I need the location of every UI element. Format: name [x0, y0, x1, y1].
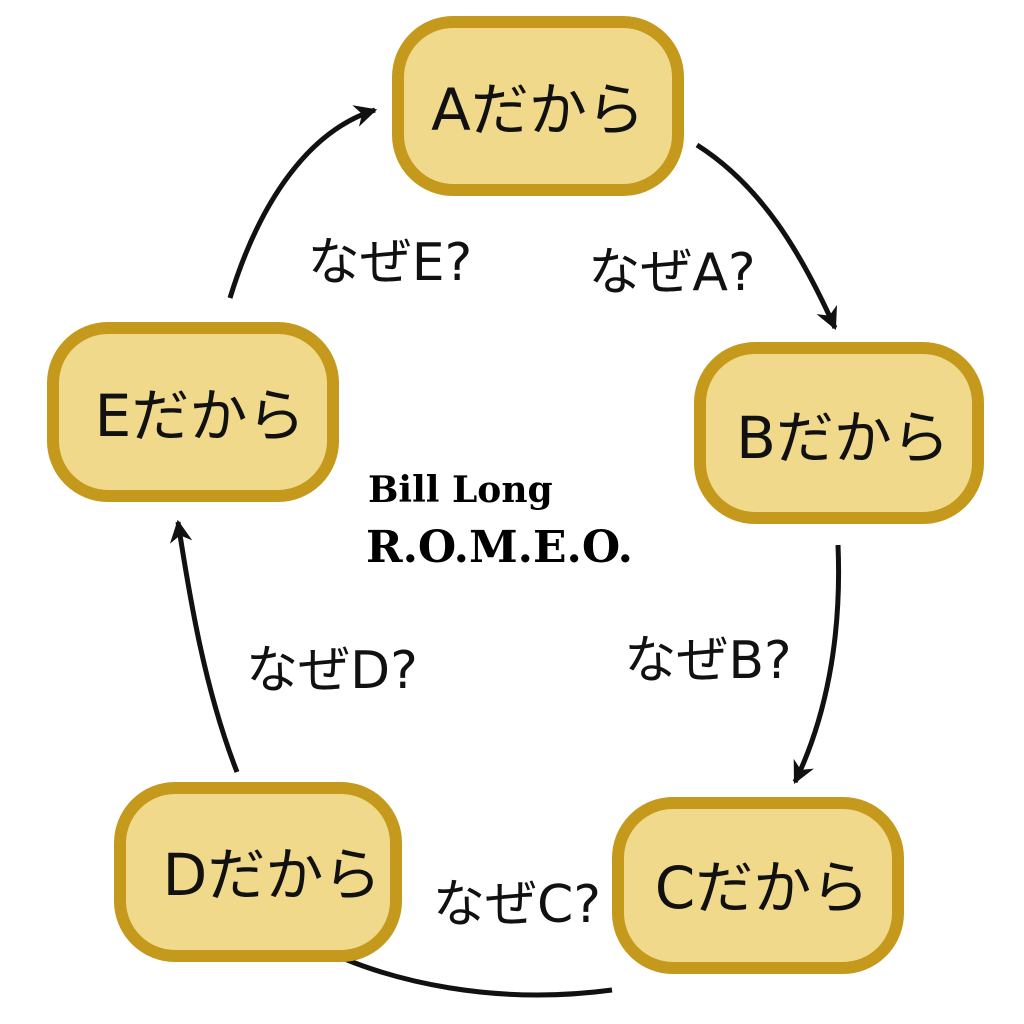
node-b: Bだから: [694, 342, 984, 524]
credit-author: Bill Long: [368, 469, 553, 511]
arrow-d-to-e: [169, 519, 240, 773]
node-d-label: Dだから: [163, 841, 382, 909]
node-c: Cだから: [612, 797, 904, 974]
edge-label-why-b: なぜB?: [624, 631, 791, 691]
edge-label-why-c: なぜC?: [433, 875, 601, 935]
node-c-label: Cだから: [655, 854, 870, 922]
node-a-label: Aだから: [431, 76, 645, 144]
edge-label-why-e: なぜE?: [308, 233, 472, 293]
node-e: Eだから: [47, 322, 339, 502]
arrow-b-to-c: [792, 544, 842, 785]
node-d: Dだから: [114, 782, 402, 962]
edge-label-why-a: なぜA?: [588, 243, 755, 303]
node-e-label: Eだから: [95, 382, 306, 450]
edge-label-why-d: なぜD?: [246, 641, 418, 701]
node-a: Aだから: [392, 16, 684, 196]
arrow-a-to-b: [695, 142, 838, 331]
credit-title: R.O.M.E.O.: [366, 522, 633, 573]
node-b-label: Bだから: [736, 404, 950, 472]
arrow-e-to-a: [227, 105, 378, 299]
